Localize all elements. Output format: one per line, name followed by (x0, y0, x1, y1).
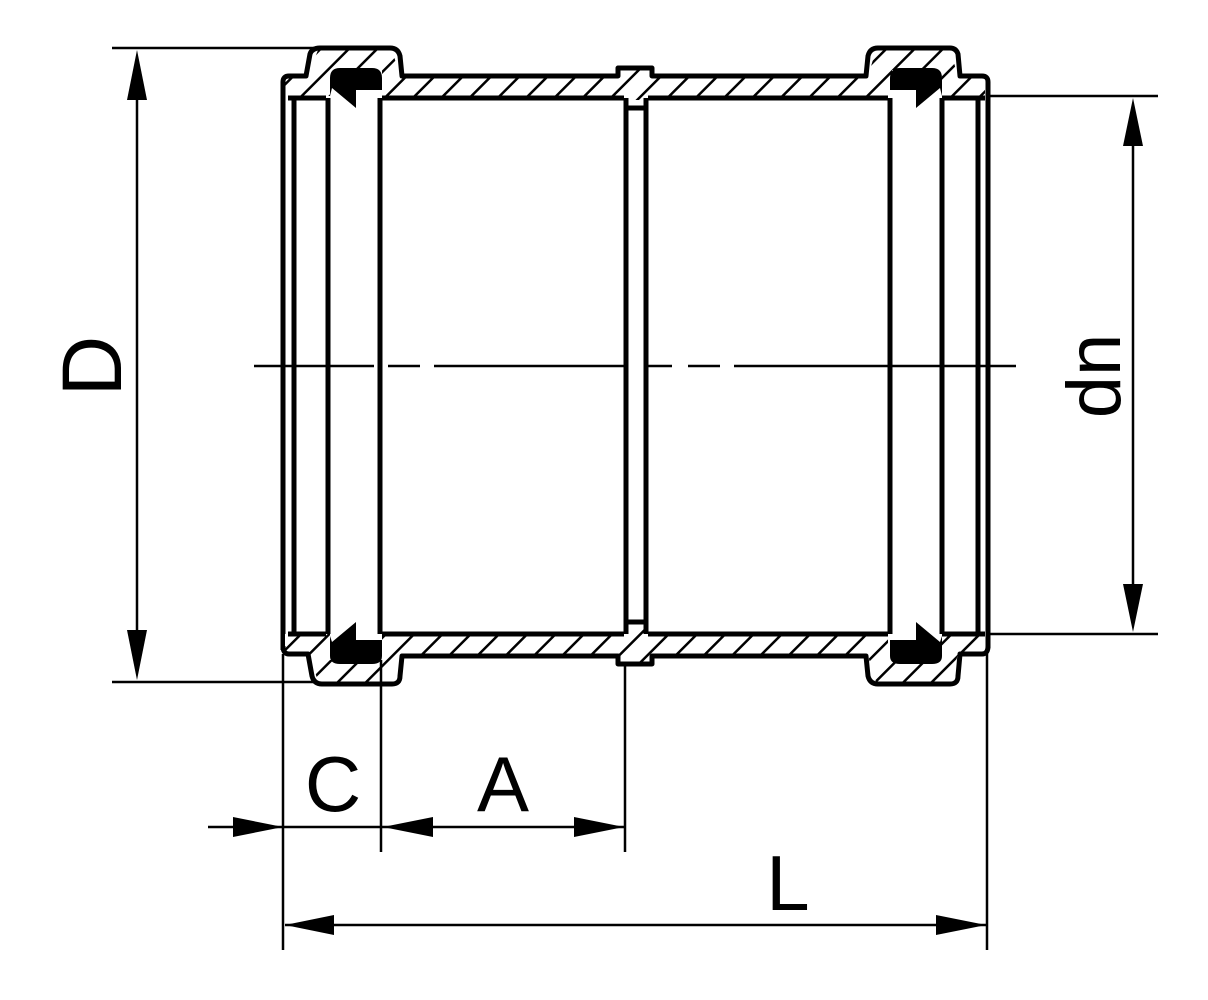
top-outer-contour (280, 45, 991, 650)
dimension-C: C (208, 654, 383, 950)
dimension-L: L (285, 654, 989, 950)
A-label: A (477, 740, 529, 828)
left-sealing-ring (330, 68, 382, 664)
A-arrow-left-icon (383, 817, 433, 837)
bottom-wall-hatch (285, 628, 985, 682)
dn-arrow-top-icon (1123, 98, 1143, 146)
coupling-bottom-wall (280, 628, 991, 687)
dn-arrow-bottom-icon (1123, 584, 1143, 632)
dimension-A: A (381, 662, 627, 852)
coupling-top-wall (280, 45, 991, 650)
D-arrow-top-icon (127, 50, 147, 100)
top-wall-hatch (285, 50, 985, 100)
A-arrow-right-icon (574, 817, 624, 837)
left-seal-top (330, 68, 382, 108)
bottom-outer-contour (280, 645, 991, 687)
D-label: D (45, 336, 139, 397)
dimension-D: D (45, 46, 318, 684)
center-stop (623, 98, 649, 634)
right-seal-bottom (890, 622, 942, 664)
C-arrow-left-icon (233, 817, 283, 837)
L-arrow-left-icon (285, 915, 334, 935)
right-seal-top (890, 68, 942, 108)
L-arrow-right-icon (936, 915, 986, 935)
L-label: L (766, 839, 809, 927)
dimension-dn: dn (988, 94, 1158, 636)
C-label: C (305, 740, 361, 828)
dn-label: dn (1052, 334, 1137, 419)
right-sealing-ring (890, 68, 942, 664)
left-seal-bottom (330, 622, 382, 664)
D-arrow-bottom-icon (127, 630, 147, 680)
